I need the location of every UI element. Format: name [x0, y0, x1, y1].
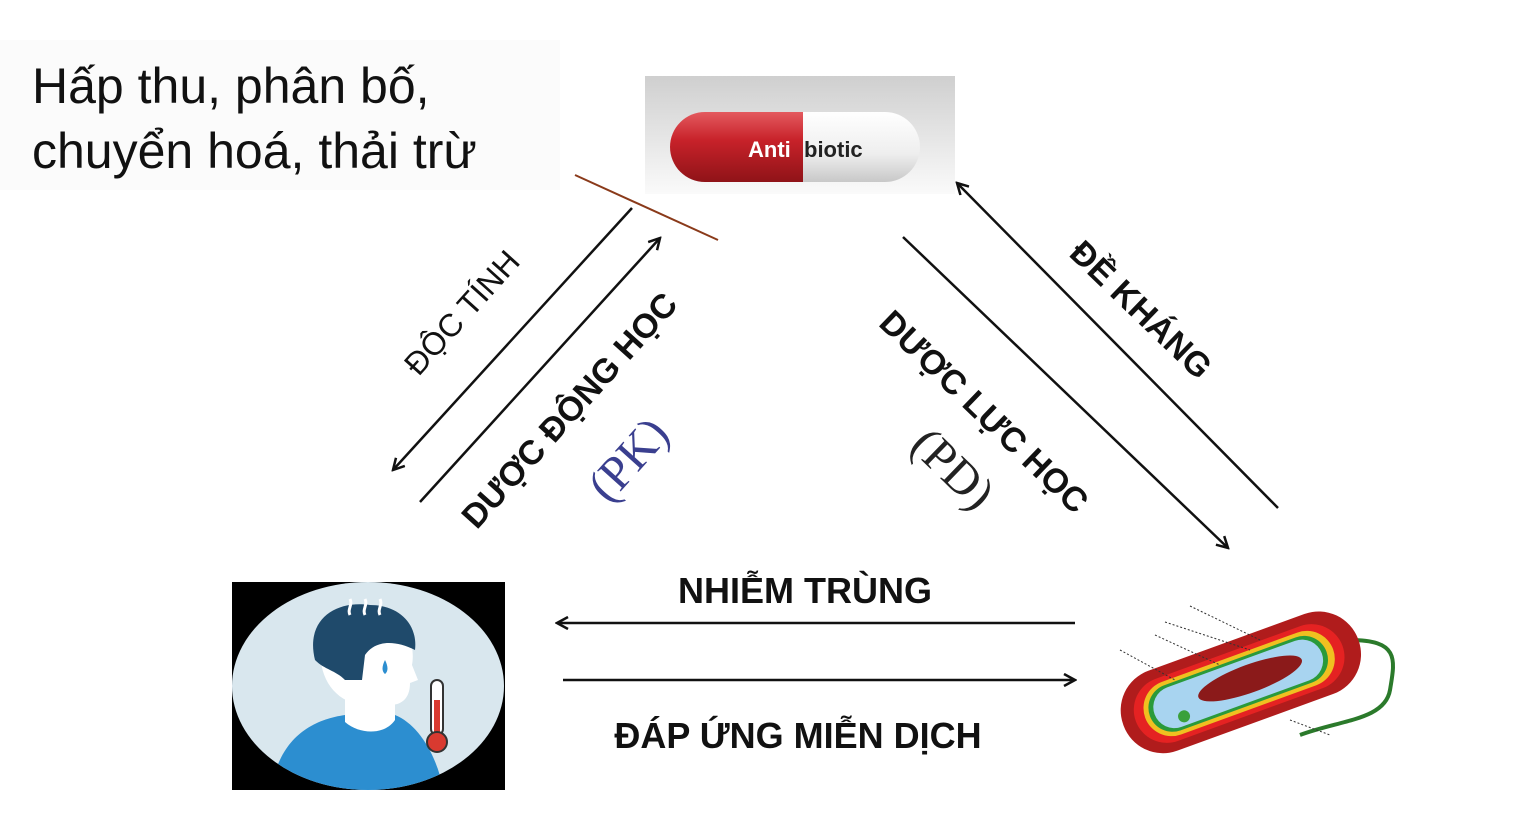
label-infection: NHIỄM TRÙNG — [678, 569, 932, 611]
pill-label-red: Anti — [748, 137, 791, 162]
arrow-pd — [902, 236, 1228, 548]
bacterium-image — [1119, 605, 1395, 754]
connector-line — [574, 174, 719, 241]
pill-label-white: biotic — [804, 137, 863, 162]
label-immune-response: ĐÁP ỨNG MIỄN DỊCH — [614, 714, 981, 756]
patient-fever-image — [232, 582, 505, 790]
header-line-2: chuyển hoá, thải trừ — [32, 123, 477, 179]
label-toxicity: ĐỘC TÍNH — [397, 243, 527, 382]
arrow-pk — [419, 238, 660, 503]
arrow-toxicity — [393, 207, 633, 470]
label-pharmacokinetics: DƯỢC ĐỘNG HỌC — [454, 285, 686, 536]
header-line-1: Hấp thu, phân bố, — [32, 58, 430, 114]
antibiotic-pill-image: Anti biotic — [645, 76, 955, 194]
arrow-resistance — [957, 183, 1279, 509]
header-text-box — [0, 40, 560, 190]
label-pk: (PK) — [578, 407, 680, 512]
label-resistance: ĐỀ KHÁNG — [1062, 233, 1219, 386]
